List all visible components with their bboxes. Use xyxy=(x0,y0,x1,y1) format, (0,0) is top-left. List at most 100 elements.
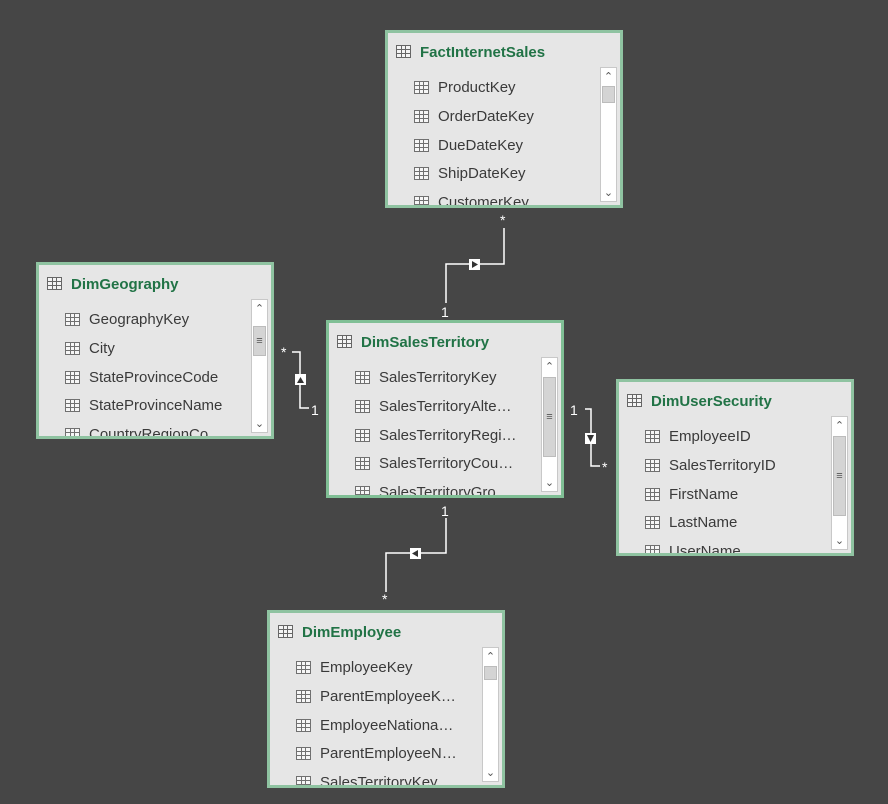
chevron-down-icon[interactable]: ⌄ xyxy=(832,532,847,549)
field-name: CountryRegionCo xyxy=(89,426,209,436)
field-name: DueDateKey xyxy=(438,136,524,154)
rel-employee-one-label: 1 xyxy=(441,503,449,519)
rel-employee-many-label: * xyxy=(382,591,388,607)
field-item[interactable]: SalesTerritoryKey xyxy=(329,363,539,392)
table-icon xyxy=(396,45,411,58)
vertical-scrollbar[interactable]: ⌃ ⌄ xyxy=(482,647,499,782)
table-dim-geography[interactable]: DimGeography GeographyKey City StateProv… xyxy=(36,262,274,439)
table-header[interactable]: DimEmployee xyxy=(270,613,502,653)
chevron-up-icon[interactable]: ⌃ xyxy=(483,648,498,665)
column-icon xyxy=(65,341,80,355)
field-item[interactable]: StateProvinceCode xyxy=(39,363,249,392)
chevron-down-icon[interactable]: ⌄ xyxy=(483,764,498,781)
field-name: SalesTerritoryKey xyxy=(320,774,438,785)
field-item[interactable]: SalesTerritoryAlte… xyxy=(329,392,539,421)
column-icon xyxy=(414,138,429,152)
field-item[interactable]: ShipDateKey xyxy=(388,159,598,188)
table-dim-sales-territory[interactable]: DimSalesTerritory SalesTerritoryKey Sale… xyxy=(326,320,564,498)
field-item[interactable]: EmployeeKey xyxy=(270,653,480,682)
field-item[interactable]: EmployeeNationa… xyxy=(270,711,480,740)
table-header[interactable]: FactInternetSales xyxy=(388,33,620,73)
table-dim-user-security[interactable]: DimUserSecurity EmployeeID SalesTerritor… xyxy=(616,379,854,556)
column-icon xyxy=(414,109,429,123)
field-item[interactable]: CustomerKey xyxy=(388,188,598,205)
field-name: LastName xyxy=(669,514,738,532)
chevron-down-icon[interactable]: ⌄ xyxy=(542,474,557,491)
field-item[interactable]: SalesTerritoryKey xyxy=(270,768,480,785)
vertical-scrollbar[interactable]: ⌃ ≡ ⌄ xyxy=(251,299,268,433)
rel-user-security-one-label: 1 xyxy=(570,402,578,418)
chevron-down-icon[interactable]: ⌄ xyxy=(601,184,616,201)
column-icon xyxy=(645,516,660,530)
field-name: FirstName xyxy=(669,485,739,503)
chevron-up-icon[interactable]: ⌃ xyxy=(542,358,557,375)
scroll-thumb[interactable] xyxy=(602,86,615,103)
column-icon xyxy=(645,430,660,443)
table-icon xyxy=(278,625,293,638)
field-item[interactable]: DueDateKey xyxy=(388,131,598,160)
table-icon xyxy=(337,335,352,348)
chevron-up-icon[interactable]: ⌃ xyxy=(601,68,616,85)
relationship-sales-territory[interactable] xyxy=(445,228,505,303)
vertical-scrollbar[interactable]: ⌃ ⌄ xyxy=(600,67,617,202)
field-item[interactable]: LastName xyxy=(619,508,829,537)
field-item[interactable]: StateProvinceName xyxy=(39,391,249,420)
field-item[interactable]: ParentEmployeeN… xyxy=(270,739,480,768)
column-icon xyxy=(355,486,370,495)
field-item[interactable]: ProductKey xyxy=(388,73,598,102)
table-title: DimEmployee xyxy=(302,624,402,641)
field-item[interactable]: OrderDateKey xyxy=(388,102,598,131)
field-name: SalesTerritoryID xyxy=(669,456,776,474)
column-icon xyxy=(645,545,660,553)
field-name: EmployeeID xyxy=(669,428,751,445)
field-name: OrderDateKey xyxy=(438,107,534,125)
column-icon xyxy=(65,370,80,384)
column-icon xyxy=(355,371,370,384)
table-header[interactable]: DimUserSecurity xyxy=(619,382,851,422)
scroll-thumb[interactable]: ≡ xyxy=(253,326,266,356)
table-dim-employee[interactable]: DimEmployee EmployeeKey ParentEmployeeK…… xyxy=(267,610,505,788)
scroll-thumb[interactable]: ≡ xyxy=(833,436,846,516)
vertical-scrollbar[interactable]: ⌃ ≡ ⌄ xyxy=(831,416,848,550)
field-name: SalesTerritoryAlte… xyxy=(379,397,512,415)
table-header[interactable]: DimGeography xyxy=(39,265,271,305)
scroll-thumb[interactable] xyxy=(484,666,497,680)
field-item[interactable]: SalesTerritoryCou… xyxy=(329,449,539,478)
column-icon xyxy=(65,428,80,436)
field-item[interactable]: GeographyKey xyxy=(39,305,249,334)
field-name: ParentEmployeeK… xyxy=(320,687,456,705)
rel-geography-one-label: 1 xyxy=(311,402,319,418)
relationship-territory-employee[interactable] xyxy=(385,518,447,592)
table-fact-internet-sales[interactable]: FactInternetSales ProductKey OrderDateKe… xyxy=(385,30,623,208)
scroll-thumb[interactable]: ≡ xyxy=(543,377,556,457)
field-item[interactable]: UserName xyxy=(619,537,829,553)
field-name: ParentEmployeeN… xyxy=(320,745,457,763)
field-name: CustomerKey xyxy=(438,194,529,205)
field-name: SalesTerritoryCou… xyxy=(379,455,514,473)
field-item[interactable]: City xyxy=(39,334,249,363)
table-header[interactable]: DimSalesTerritory xyxy=(329,323,561,363)
relationship-geography-territory[interactable] xyxy=(292,351,309,409)
column-icon xyxy=(645,487,660,501)
field-item[interactable]: SalesTerritoryGro xyxy=(329,478,539,495)
field-item[interactable]: EmployeeID xyxy=(619,422,829,451)
column-icon xyxy=(296,747,311,761)
field-item[interactable]: CountryRegionCo xyxy=(39,420,249,436)
field-item[interactable]: SalesTerritoryRegi… xyxy=(329,421,539,450)
rel-sales-one-label: 1 xyxy=(441,304,449,320)
chevron-down-icon[interactable]: ⌄ xyxy=(252,415,267,432)
column-icon xyxy=(296,718,311,732)
field-item[interactable]: SalesTerritoryID xyxy=(619,451,829,480)
table-title: DimUserSecurity xyxy=(651,393,772,410)
chevron-up-icon[interactable]: ⌃ xyxy=(252,300,267,317)
field-name: UserName xyxy=(669,543,741,553)
field-name: StateProvinceCode xyxy=(89,368,219,386)
vertical-scrollbar[interactable]: ⌃ ≡ ⌄ xyxy=(541,357,558,492)
chevron-up-icon[interactable]: ⌃ xyxy=(832,417,847,434)
relationship-territory-user-security[interactable] xyxy=(585,408,600,467)
field-item[interactable]: ParentEmployeeK… xyxy=(270,682,480,711)
column-icon xyxy=(296,689,311,703)
field-name: GeographyKey xyxy=(89,311,190,328)
field-item[interactable]: FirstName xyxy=(619,480,829,509)
field-list: EmployeeKey ParentEmployeeK… EmployeeNat… xyxy=(270,653,480,785)
